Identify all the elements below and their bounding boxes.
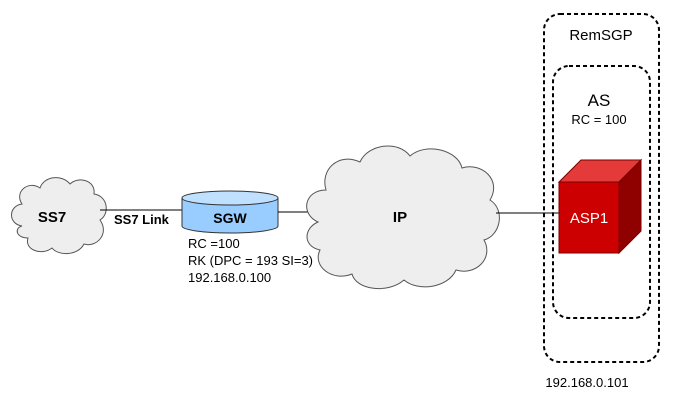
remsgp-container: RemSGP (543, 13, 660, 363)
ip-cloud-label: IP (393, 209, 407, 226)
as-rc: RC = 100 (571, 112, 626, 127)
remsgp-ip-address: 192.168.0.101 (545, 375, 628, 390)
asp1-node: ASP1 (557, 158, 643, 255)
as-label: AS (588, 91, 611, 110)
ip-cloud: IP (306, 145, 500, 290)
asp1-label: ASP1 (570, 210, 608, 227)
ss7-link: SS7 Link (100, 209, 182, 227)
as-border (552, 65, 651, 319)
remsgp-border (543, 13, 660, 363)
sgw-rc: RC =100 (188, 236, 240, 251)
ss7-cloud-label: SS7 (38, 209, 66, 226)
sgw-node: SGW RC =100 RK (DPC = 193 SI=3) 192.168.… (181, 190, 313, 285)
ss7-cloud: SS7 (11, 177, 107, 254)
sgw-label: SGW (213, 210, 247, 226)
ss7-cloud-shape (11, 177, 107, 254)
ss7-link-label: SS7 Link (114, 212, 170, 227)
ip-cloud-shape (306, 145, 500, 290)
sgw-drum-top (181, 190, 279, 206)
remsgp-label: RemSGP (569, 27, 632, 44)
sgw-drum-body (181, 197, 279, 234)
asp1-front-face (558, 181, 620, 254)
as-container: AS RC = 100 (552, 65, 651, 319)
sgw-ip-address: 192.168.0.100 (188, 270, 271, 285)
sgw-rk: RK (DPC = 193 SI=3) (188, 253, 313, 268)
